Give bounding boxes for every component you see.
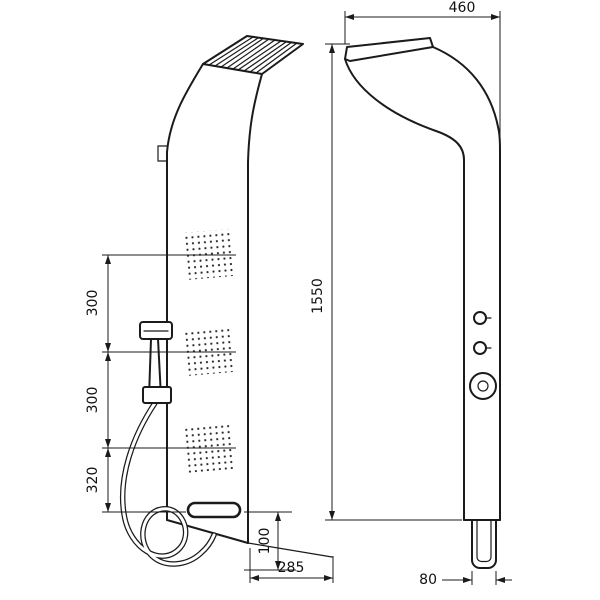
dim-label-base-depth: 285 xyxy=(278,560,305,576)
dim-label-bottom-section: 320 xyxy=(85,467,101,494)
front-right-edge xyxy=(432,46,501,521)
overhead-shower-head xyxy=(202,35,304,75)
dim-front-height: 1550 xyxy=(310,43,462,521)
dim-spout-width: 80 xyxy=(419,571,512,588)
dim-front-width: 460 xyxy=(344,0,501,145)
shower-head-hatching xyxy=(208,36,298,74)
dim-label-front-width: 460 xyxy=(449,0,476,16)
control-knob-middle xyxy=(473,341,487,355)
dim-spout-height: 100 xyxy=(244,511,296,571)
side-spout-slot xyxy=(186,501,242,519)
side-view xyxy=(119,35,333,567)
dim-label-jet-spacing-upper: 300 xyxy=(85,290,101,317)
hand-shower-hose-inner xyxy=(121,401,216,566)
panel-front-edge xyxy=(166,63,204,521)
dim-label-spout-width: 80 xyxy=(419,572,437,588)
dim-label-spout-height: 100 xyxy=(257,528,273,555)
front-view xyxy=(344,37,501,569)
dim-label-front-height: 1550 xyxy=(310,278,326,314)
front-spout-outer xyxy=(471,519,497,569)
hand-shower-bracket xyxy=(142,386,172,404)
control-knob-top xyxy=(473,311,487,325)
controls xyxy=(469,311,497,400)
hand-shower xyxy=(119,321,217,567)
panel-back-edge xyxy=(247,73,263,544)
base-line xyxy=(247,542,333,558)
dim-label-jet-spacing-lower: 300 xyxy=(85,387,101,414)
control-dial-inner xyxy=(477,380,489,392)
front-spout xyxy=(471,519,497,569)
dimension-annotations: 300 300 320 100 285 xyxy=(85,0,512,588)
body-jets xyxy=(182,228,234,474)
dim-base-depth: 285 xyxy=(249,548,334,583)
mounting-bracket-step xyxy=(157,145,168,162)
dim-jet-spacing: 300 300 320 xyxy=(85,254,236,513)
front-shower-head xyxy=(344,37,434,62)
front-spout-inner xyxy=(476,519,492,563)
panel-bottom-edge xyxy=(166,519,249,544)
control-dial-outer xyxy=(469,372,497,400)
front-left-edge xyxy=(344,58,465,521)
